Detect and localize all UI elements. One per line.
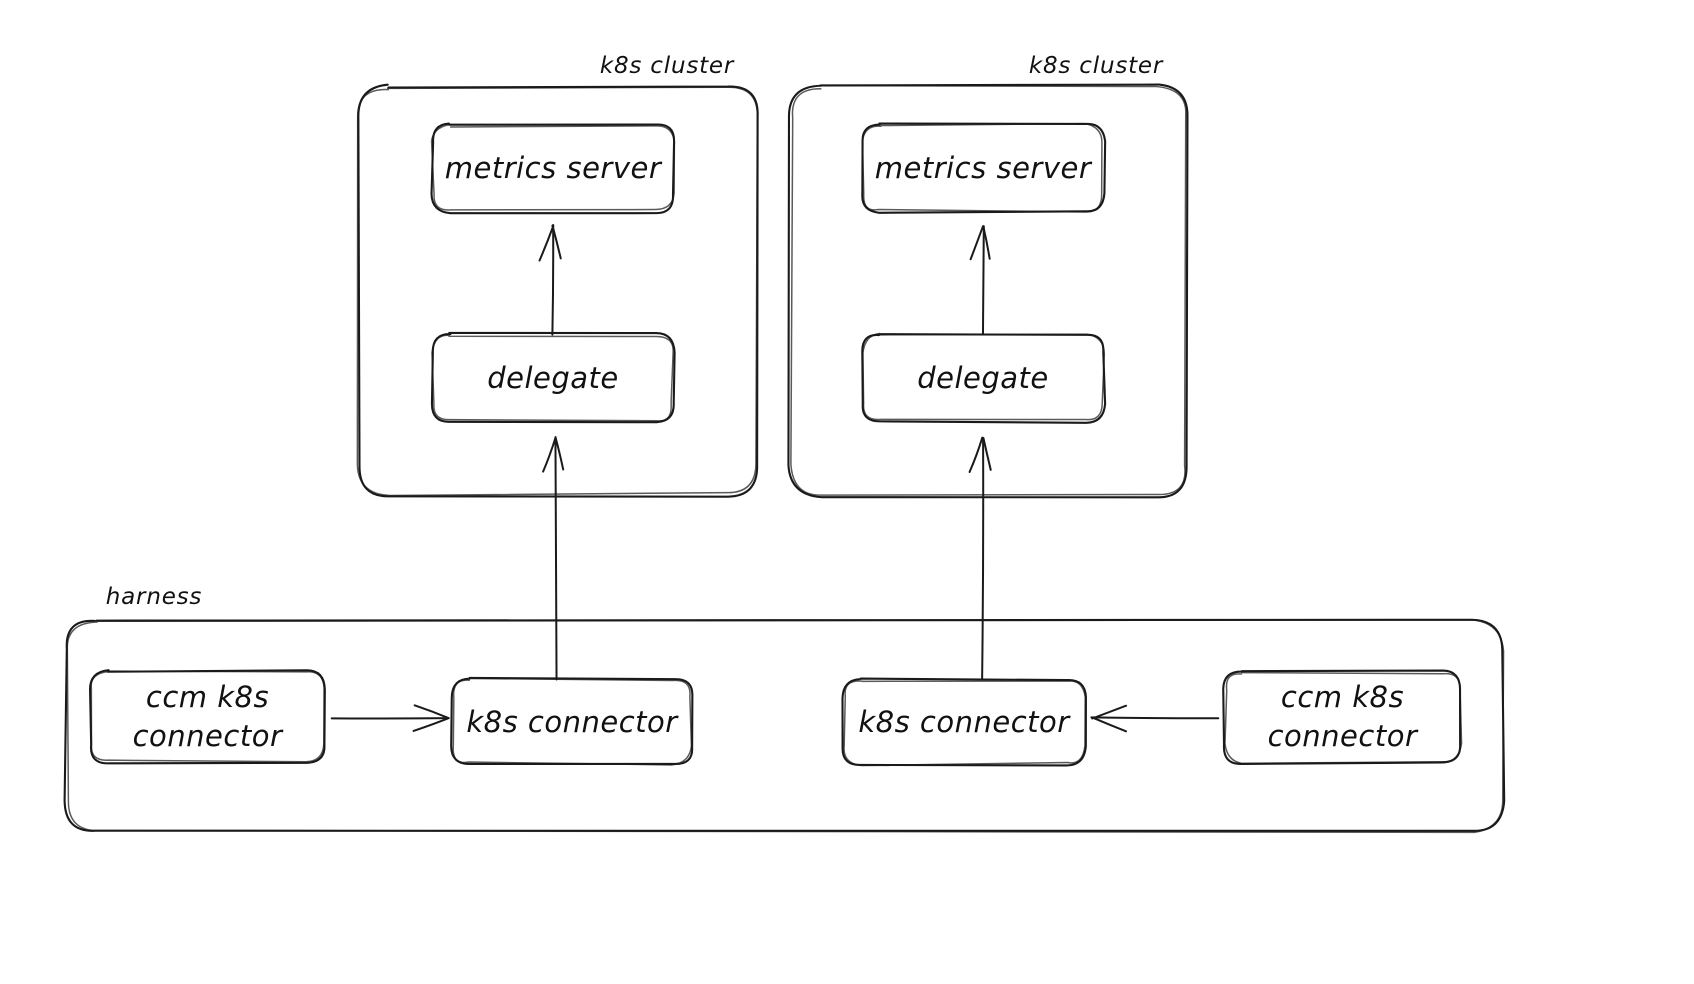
node-fill [431,333,675,423]
node-metrics-server-right[interactable] [861,122,1107,214]
node-outline-sketch [861,122,1103,213]
node-outline-sketch [431,334,674,422]
edge-line [1090,716,1220,720]
group-cluster-left [356,83,759,498]
arrowhead-stroke [1091,716,1128,733]
group-shapes-layer [63,83,1506,834]
node-outline-sketch [452,677,693,766]
arrowhead-stroke [982,225,991,260]
edge-edge-ccm-left-to-k8s-connector-left [330,704,450,732]
node-fill [1223,670,1461,764]
node-k8s-connector-right[interactable] [841,677,1087,767]
node-ccm-k8s-connector-right[interactable] [1222,669,1463,765]
node-outline-sketch [430,123,676,211]
edge-line [551,224,555,336]
node-outline-sketch [862,332,1106,421]
arrowhead-stroke [412,717,449,732]
edge-line [554,436,558,681]
node-outline-sketch [843,680,1086,767]
arrowhead-stroke [1091,704,1128,720]
arrowhead-stroke [982,436,992,471]
node-metrics-server-left[interactable] [430,122,676,215]
arrowhead-stroke [538,225,555,262]
arrowhead-stroke [542,436,557,473]
node-ccm-k8s-connector-left[interactable] [88,669,326,765]
node-shapes-layer [88,122,1463,767]
arrowhead-stroke [413,704,450,720]
node-fill [862,123,1105,213]
node-delegate-left[interactable] [430,331,676,424]
arrowhead-stroke [554,436,565,471]
edge-edge-delegate-left-to-metrics-left [538,224,562,336]
edge-edge-k8s-connector-right-to-delegate-right [968,436,992,681]
group-outline [787,83,1189,499]
group-cluster-right [787,83,1189,499]
edge-line [981,437,985,681]
node-outline-sketch [90,670,325,763]
node-fill [431,123,675,213]
edge-line [981,225,985,336]
group-harness [63,618,1506,834]
edge-edge-delegate-right-to-metrics-right [969,225,991,336]
group-outline-sketch [790,84,1187,496]
node-delegate-right[interactable] [861,332,1107,424]
arrowhead-stroke [969,225,984,261]
node-fill [90,670,325,764]
edge-edge-k8s-connector-left-to-delegate-left [542,436,565,681]
group-outline-sketch [356,86,759,497]
node-fill [451,678,693,765]
node-outline [841,677,1087,767]
node-fill [842,678,1086,766]
node-fill [862,334,1105,423]
arrowhead-stroke [968,436,984,473]
arrowhead-stroke [551,224,562,260]
edge-shapes-layer [330,224,1220,733]
edge-edge-ccm-right-to-k8s-connector-right [1090,704,1220,733]
node-k8s-connector-left[interactable] [450,676,694,766]
node-outline-sketch [1224,671,1463,765]
group-outline-sketch [66,619,1505,834]
